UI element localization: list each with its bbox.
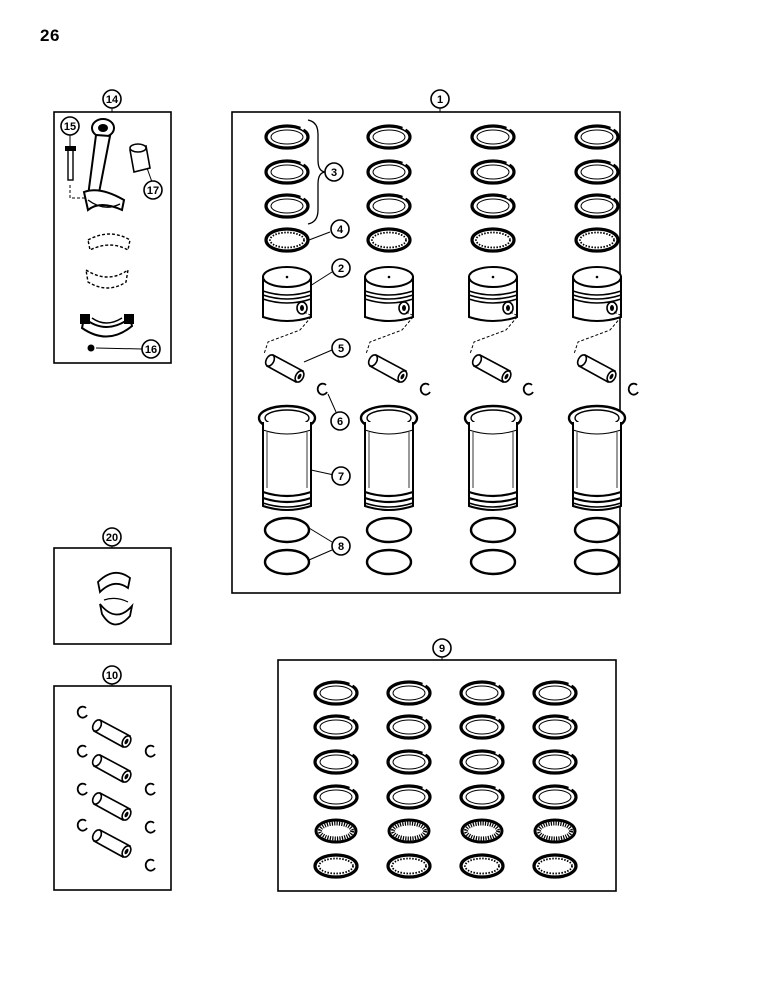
- callout-8-label: 8: [338, 541, 344, 553]
- callout-20-label: 20: [106, 532, 118, 544]
- page-number: 26: [40, 26, 60, 45]
- callout-5-label: 5: [338, 343, 344, 355]
- rod-cap: [80, 314, 134, 338]
- callout-14-label: 14: [106, 94, 119, 106]
- callout-15-label: 15: [64, 121, 76, 133]
- nut: [87, 344, 95, 352]
- callout-1-label: 1: [437, 94, 443, 106]
- rod-bushing: [129, 143, 151, 173]
- ring-set-2: [386, 680, 432, 879]
- pin-kit: 10: [53, 665, 172, 891]
- callout-7-label: 7: [338, 471, 344, 483]
- column-4: [567, 124, 639, 576]
- piston-rings-kit: 9: [277, 638, 617, 892]
- column-3: [463, 124, 534, 576]
- connecting-rod-kit: 14: [53, 89, 172, 364]
- bushing-kit: 20: [53, 527, 172, 645]
- column-2: [359, 124, 431, 576]
- connecting-rod: [82, 118, 126, 212]
- callout-4-label: 4: [337, 224, 344, 236]
- piston-sleeve-kit: 1: [231, 89, 639, 594]
- callout-9-label: 9: [439, 643, 445, 655]
- rod-bolt: [65, 146, 76, 181]
- ring-set-1: [313, 680, 359, 879]
- callout-16-label: 16: [145, 344, 157, 356]
- bearing-shells: [85, 233, 131, 289]
- callout-17-label: 17: [147, 185, 159, 197]
- ring-set-3: [459, 680, 505, 879]
- callout-6-label: 6: [337, 416, 343, 428]
- column-1: [257, 124, 328, 576]
- callout-10-label: 10: [106, 670, 118, 682]
- ring-set-4: [532, 680, 578, 879]
- callout-2-label: 2: [338, 263, 344, 275]
- callout-3-label: 3: [331, 167, 337, 179]
- callout-14: [102, 89, 122, 109]
